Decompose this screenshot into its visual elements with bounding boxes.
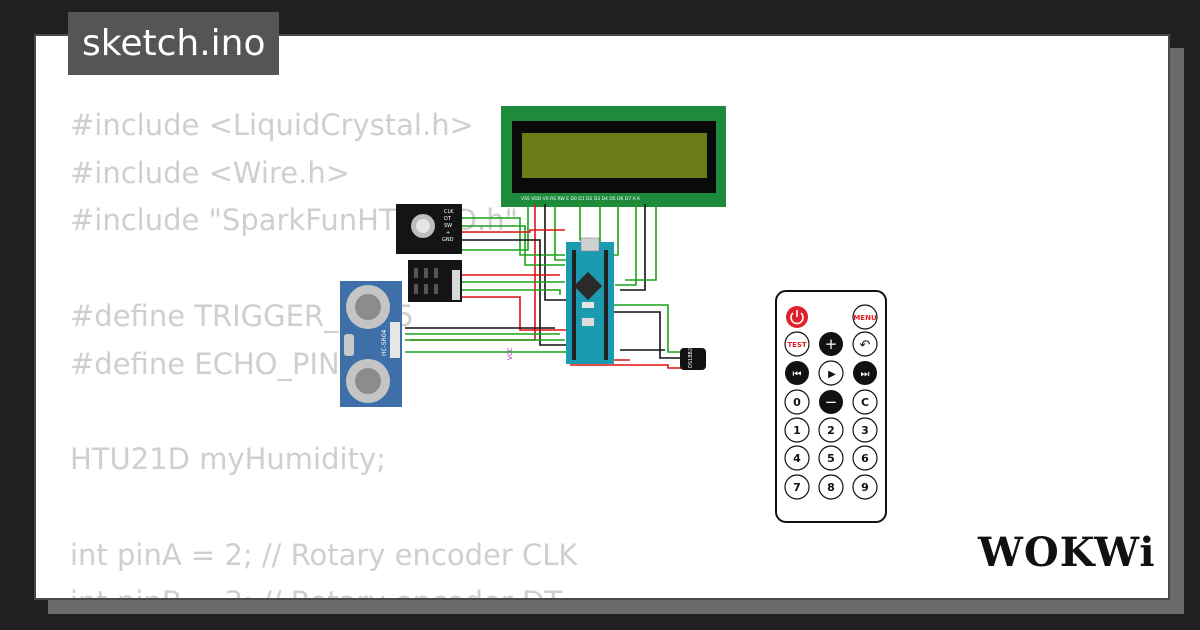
code-line: int pinA = 2; // Rotary encoder CLK (70, 538, 578, 572)
remote-menu-button[interactable] (852, 304, 878, 330)
code-line: HTU21D myHumidity; (70, 442, 386, 476)
remote-test-button[interactable] (784, 331, 810, 357)
ultrasonic-label: HC-SR04 (381, 329, 388, 356)
play-icon: ▶ (828, 369, 836, 380)
remote-digit-label: 0 (793, 396, 801, 409)
remote-prev-button[interactable] (785, 361, 809, 385)
remote-digit-6-button[interactable] (852, 445, 878, 471)
temperature-sensor[interactable]: DS18B20 (680, 345, 706, 370)
remote-digit-label: 7 (793, 481, 801, 494)
remote-digit-label: 1 (793, 424, 801, 437)
remote-digit-4-button[interactable] (784, 445, 810, 471)
prev-icon: ⏮ (793, 369, 802, 380)
remote-plus-label: + (825, 335, 838, 353)
wires (405, 204, 682, 369)
remote-digit-label: 9 (861, 481, 869, 494)
remote-plus-button[interactable] (819, 332, 843, 356)
remote-digit-7-button[interactable] (784, 474, 810, 500)
remote-next-button[interactable] (853, 361, 877, 385)
encoder-pin-clk: CLK (444, 209, 454, 215)
lcd-pin-labels: VSS VDD V0 RS RW E D0 D1 D2 D3 D4 D5 D6 … (521, 196, 641, 202)
remote-digit-label: 4 (793, 452, 801, 465)
remote-back-button[interactable] (852, 331, 878, 357)
remote-digit-label: 3 (861, 424, 869, 437)
remote-digit-label: 8 (827, 481, 835, 494)
lcd-display[interactable]: VSS VDD V0 RS RW E D0 D1 D2 D3 D4 D5 D6 … (501, 106, 726, 207)
back-icon: ↶ (860, 338, 871, 353)
encoder-pin-plus: + (446, 230, 450, 236)
code-line: int pinB = 3; // Rotary encoder DT (70, 582, 562, 598)
remote-menu-label: MENU (853, 314, 877, 322)
remote-digit-8-button[interactable] (818, 474, 844, 500)
power-icon (790, 310, 804, 325)
arduino-nano[interactable] (566, 237, 614, 364)
remote-minus-button[interactable] (819, 390, 843, 414)
remote-test-label: TEST (787, 341, 807, 349)
remote-digit-1-button[interactable] (784, 417, 810, 443)
remote-play-button[interactable] (818, 360, 844, 386)
rtc-module[interactable] (408, 260, 462, 302)
wokwi-logo-text: WOKWi (977, 529, 1156, 576)
code-line: #include <LiquidCrystal.h> (70, 108, 474, 142)
encoder-pin-gnd: GND (442, 237, 454, 243)
remote-digit-5-button[interactable] (818, 445, 844, 471)
remote-digit-label: 2 (827, 424, 835, 437)
remote-c-button[interactable] (852, 389, 878, 415)
encoder-pin-dt: DT (444, 216, 452, 222)
sketch-title: sketch.ino (68, 12, 280, 75)
remote-digit-3-button[interactable] (852, 417, 878, 443)
remote-digit-label: 5 (827, 452, 835, 465)
wokwi-logo: WOKWi (977, 529, 1156, 576)
remote-c-label: C (861, 396, 869, 409)
ultrasonic-sensor[interactable]: HC-SR04 (340, 281, 402, 407)
vcc-label: VCC (507, 348, 514, 360)
rotary-encoder[interactable]: CLK DT SW + GND (396, 204, 462, 254)
code-line: #include <Wire.h> (70, 156, 351, 190)
next-icon: ⏭ (861, 369, 870, 380)
remote-digit-9-button[interactable] (852, 474, 878, 500)
encoder-pin-sw: SW (444, 223, 452, 229)
remote-digit-2-button[interactable] (818, 417, 844, 443)
temp-sensor-label: DS18B20 (688, 345, 694, 368)
remote-minus-label: − (825, 393, 838, 411)
remote-digit-label: 6 (861, 452, 869, 465)
ir-remote[interactable]: MENU TEST + ↶ ⏮ ▶ ⏭ 0 − C 1 2 3 4 5 6 (775, 290, 887, 523)
code-line: #define ECHO_PIN 6 (70, 347, 368, 381)
remote-digit-0-button[interactable] (784, 389, 810, 415)
